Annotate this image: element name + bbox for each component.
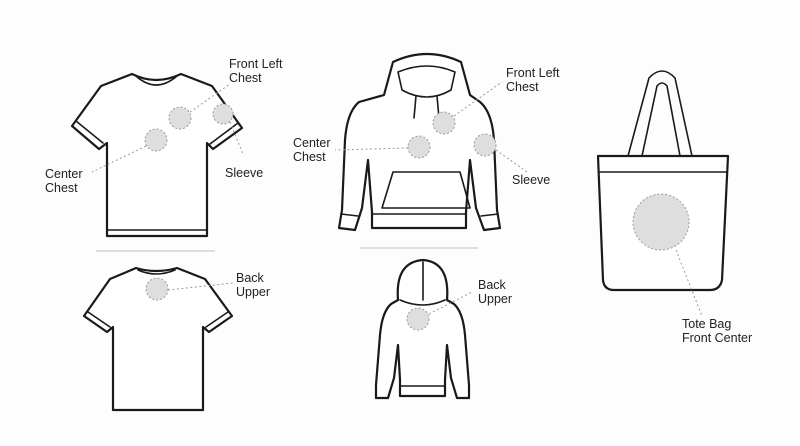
- hoodie-back-hood-base: [399, 299, 446, 306]
- label-line: Chest: [506, 80, 539, 94]
- hoodie-center-chest-zone: [407, 135, 431, 159]
- label-line: Chest: [293, 150, 326, 164]
- label-line: Center: [45, 167, 83, 181]
- label-line: Front Left: [506, 66, 560, 80]
- tote-bag-handle-inner: [641, 82, 681, 157]
- hoodie-back-upper-zone: [406, 307, 430, 331]
- label-line: Chest: [45, 181, 78, 195]
- tshirt-front-left-chest-zone: [168, 106, 192, 130]
- tote-bag-handle-outer: [627, 70, 693, 157]
- tshirt-sleeve-leader: [229, 121, 244, 155]
- tshirt-sleeve-zone: [212, 103, 234, 125]
- tshirt-back-icon: [82, 266, 234, 412]
- hoodie-center-chest-leader: [334, 147, 409, 151]
- tshirt-back-body: [82, 266, 234, 412]
- tshirt-center-chest-zone: [144, 128, 168, 152]
- tshirt-front-icon: [70, 72, 244, 238]
- label-line: Back: [236, 271, 265, 285]
- hoodie-sleeve-zone: [473, 133, 497, 157]
- label-line: Upper: [236, 285, 270, 299]
- hoodie-front-right-cuff: [480, 213, 499, 217]
- label-line: Tote Bag: [682, 317, 731, 331]
- hoodie-front-pocket: [381, 171, 471, 209]
- label-hoodie-sleeve: Sleeve: [512, 173, 550, 187]
- tshirt-back-upper-leader: [167, 282, 234, 291]
- tote-bag-icon: [596, 70, 730, 292]
- hoodie-front-left-chest-leader: [453, 81, 503, 117]
- tshirt-front-body: [70, 72, 244, 238]
- tshirt-front-right-cuff: [209, 122, 239, 145]
- hoodie-sleeve-leader: [495, 149, 528, 173]
- hoodie-front-hood-opening: [397, 65, 456, 98]
- tote-bag-front-center-zone: [632, 193, 690, 251]
- tshirt-back-right-cuff: [205, 311, 229, 328]
- tshirt-front-collar: [135, 75, 178, 86]
- tshirt-center-chest-leader: [91, 145, 147, 173]
- label-tshirt-sleeve: Sleeve: [225, 166, 263, 180]
- tshirt-front-left-cuff: [75, 120, 104, 144]
- label-line: Back: [478, 278, 507, 292]
- hoodie-front-drawstring-left: [413, 95, 417, 119]
- tshirt-front-left-chest-leader: [189, 83, 231, 113]
- hoodie-front-left-cuff: [340, 213, 359, 217]
- tshirt-back-upper-zone: [145, 277, 169, 301]
- label-line: Front Left: [229, 57, 283, 71]
- hoodie-front-left-chest-zone: [432, 111, 456, 135]
- label-line: Sleeve: [512, 173, 550, 187]
- hoodie-back-upper-leader: [428, 291, 473, 315]
- tshirt-back-collar: [137, 269, 176, 275]
- tote-bag-front-center-leader: [675, 249, 703, 317]
- label-line: Chest: [229, 71, 262, 85]
- label-line: Upper: [478, 292, 512, 306]
- tshirt-back-left-cuff: [87, 311, 111, 328]
- label-line: Front Center: [682, 331, 752, 345]
- label-line: Center: [293, 136, 331, 150]
- label-line: Sleeve: [225, 166, 263, 180]
